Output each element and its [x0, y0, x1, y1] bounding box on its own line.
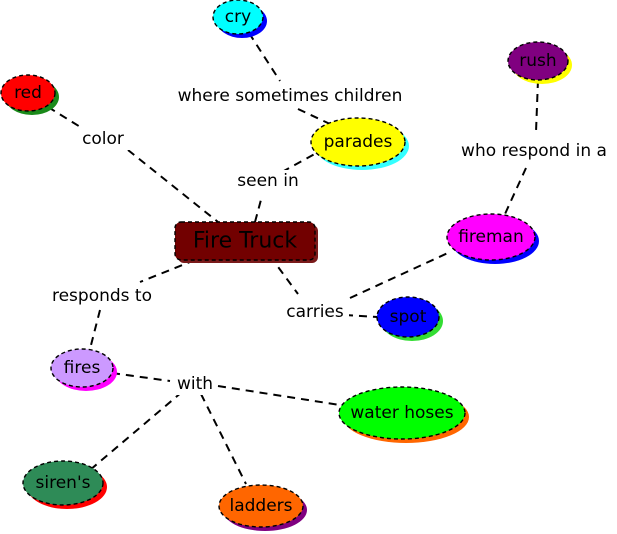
- connector-line: [89, 391, 183, 471]
- node-label: parades: [324, 132, 393, 152]
- link-label-color: color: [76, 128, 130, 150]
- link-label-background: [169, 85, 411, 107]
- node-cry[interactable]: cry: [212, 0, 267, 38]
- node-shape: [507, 41, 569, 81]
- link-label-seenin: seen in: [232, 170, 304, 192]
- node-shape: [212, 0, 264, 35]
- node-waterhoses[interactable]: water hoses: [338, 386, 469, 443]
- connector-line: [200, 393, 247, 485]
- link-label-background: [232, 170, 304, 192]
- node-shape: [446, 213, 536, 261]
- link-label-text: seen in: [237, 171, 298, 191]
- connector-line: [248, 32, 281, 82]
- link-label-background: [76, 128, 130, 150]
- concept-nodes: Fire Truck red cry parades rush fireman spot fi…: [0, 0, 572, 531]
- connector-line: [344, 314, 379, 318]
- connector-line: [297, 108, 331, 125]
- node-shape: [376, 296, 440, 338]
- connector-line: [254, 195, 263, 223]
- connector-line: [281, 149, 323, 173]
- node-spot[interactable]: spot: [376, 296, 443, 341]
- connector-line: [111, 372, 171, 382]
- node-label: siren's: [36, 473, 91, 493]
- node-label: red: [14, 83, 42, 103]
- node-rush[interactable]: rush: [507, 41, 572, 84]
- node-shape: [338, 386, 466, 440]
- link-label-text: where sometimes children: [178, 86, 403, 106]
- link-label-respondina: who respond in a: [454, 140, 614, 162]
- link-label-with: with: [174, 373, 216, 395]
- link-label-text: responds to: [52, 286, 152, 306]
- node-red[interactable]: red: [0, 74, 59, 115]
- link-label-respondsto: responds to: [47, 285, 157, 307]
- node-shape: [0, 74, 56, 112]
- connector-line: [535, 79, 539, 133]
- node-parades[interactable]: parades: [310, 117, 409, 170]
- link-label-background: [47, 285, 157, 307]
- link-label-background: [174, 373, 216, 395]
- link-label-sometimes: where sometimes children: [169, 85, 411, 107]
- connector-line: [139, 259, 196, 283]
- connector-line: [504, 167, 527, 215]
- link-label-text: carries: [286, 302, 344, 322]
- node-label: cry: [225, 7, 251, 27]
- connector-line: [217, 385, 341, 406]
- node-fires[interactable]: fires: [50, 348, 117, 391]
- node-label: Fire Truck: [193, 229, 298, 254]
- connector-line: [349, 251, 451, 299]
- link-label-carries: carries: [281, 301, 349, 323]
- connection-lines: [47, 32, 539, 485]
- node-shape: [218, 484, 304, 528]
- node-label: ladders: [229, 496, 292, 516]
- node-label: spot: [390, 307, 427, 327]
- link-label-text: with: [177, 374, 213, 394]
- connector-line: [127, 149, 219, 223]
- link-label-text: color: [82, 129, 124, 149]
- connector-line: [89, 309, 101, 350]
- node-shape: [174, 221, 316, 261]
- node-label: fireman: [458, 227, 524, 247]
- connector-line: [47, 106, 83, 129]
- link-label-text: who respond in a: [461, 141, 607, 161]
- node-shape: [22, 460, 104, 506]
- node-shape: [310, 117, 406, 167]
- node-shape: [50, 348, 114, 388]
- node-firetruck[interactable]: Fire Truck: [174, 221, 318, 263]
- node-sirens[interactable]: siren's: [22, 460, 107, 509]
- node-label: water hoses: [350, 403, 453, 423]
- link-label-background: [454, 140, 614, 162]
- node-label: rush: [519, 51, 556, 71]
- node-fireman[interactable]: fireman: [446, 213, 539, 264]
- link-labels: color seen in where sometimes children who …: [47, 85, 614, 395]
- node-label: fires: [64, 358, 101, 378]
- link-label-background: [281, 301, 349, 323]
- node-ladders[interactable]: ladders: [218, 484, 307, 531]
